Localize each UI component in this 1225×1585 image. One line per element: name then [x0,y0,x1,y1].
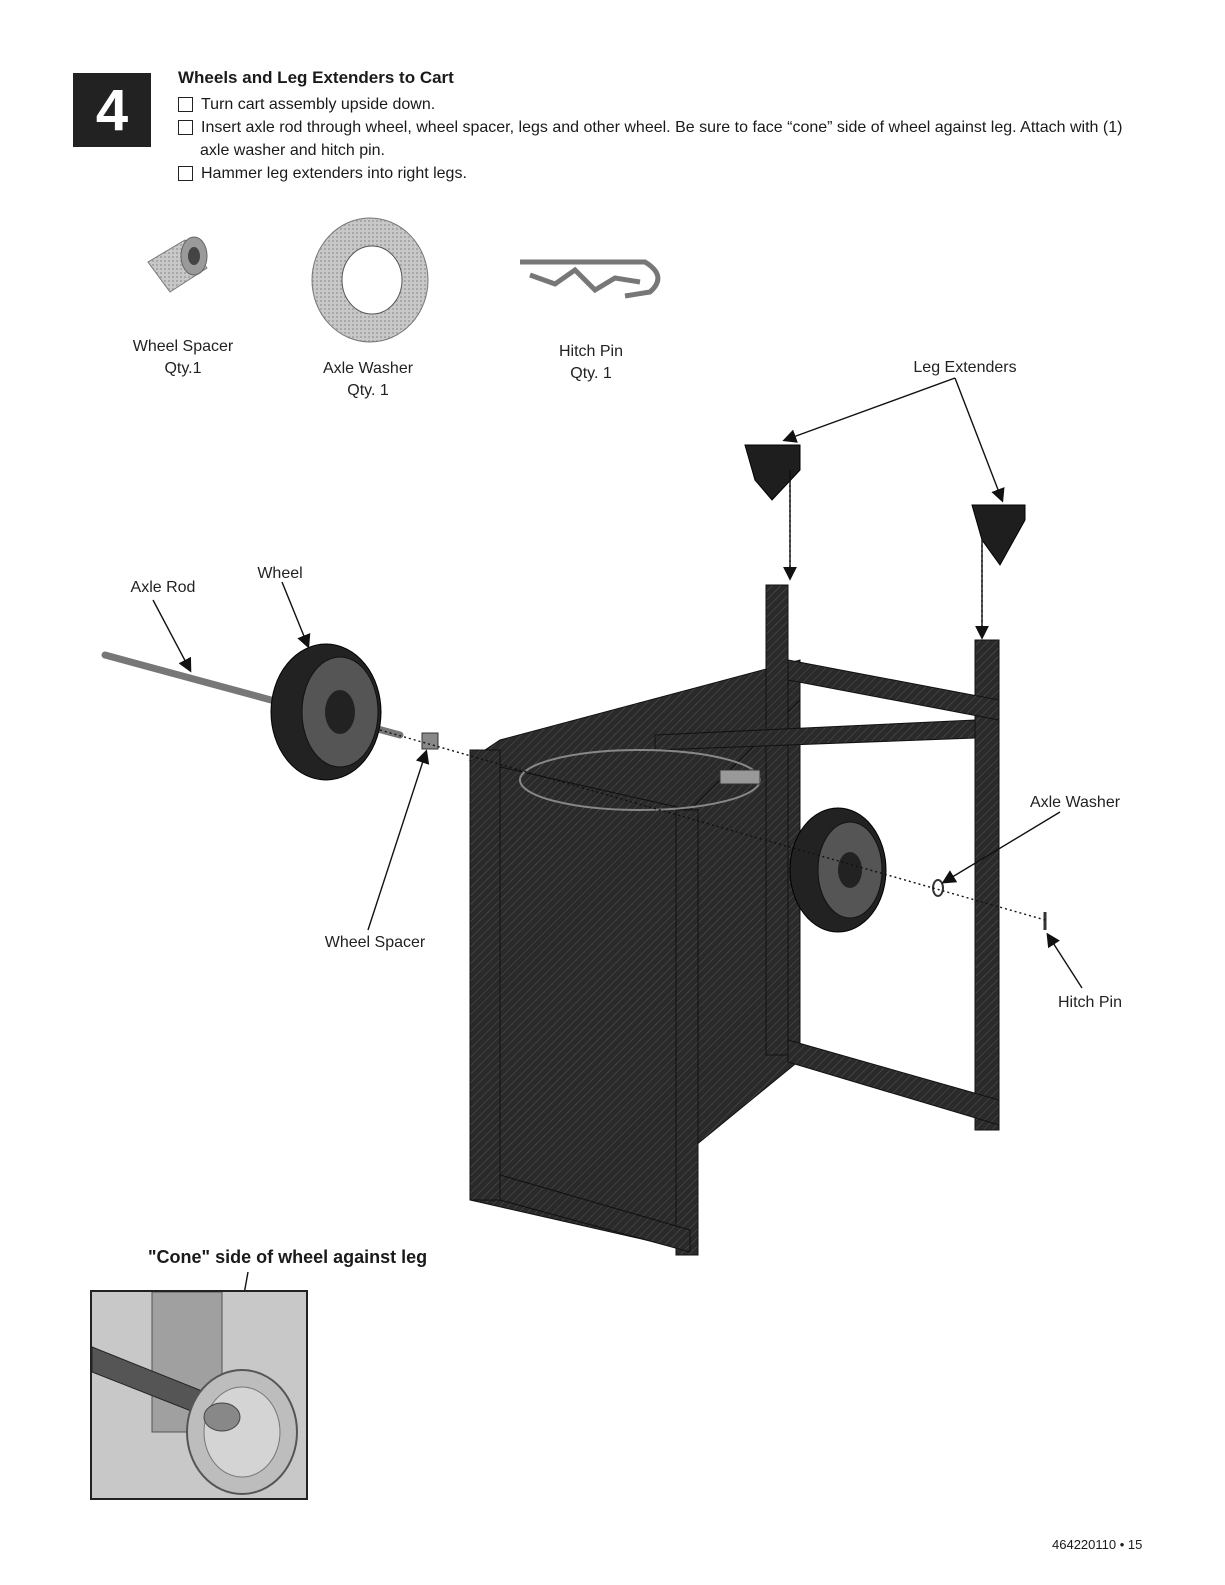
part-name: Hitch Pin [558,343,624,360]
instruction-list: Turn cart assembly upside down. Insert a… [178,93,1158,185]
wheel-part-icon [789,807,887,933]
part-qty: Qty. 1 [570,365,612,382]
axle-washer-part-label: Axle Washer Qty. 1 [303,358,433,402]
axle-washer-part-icon [311,217,429,343]
leg-extenders-callout: Leg Extenders [913,359,1017,376]
instruction-item: Hammer leg extenders into right legs. [178,162,1158,185]
page-number: 464220110 • 15 [1052,1537,1143,1552]
wheel-callout: Wheel [257,565,303,582]
hitch-pin-part-icon [520,259,661,299]
wheel-spacer-part-icon [421,732,439,750]
cone-side-detail-inset [90,1290,308,1500]
checkbox-icon[interactable] [178,97,193,112]
checkbox-icon[interactable] [178,166,193,181]
checkbox-icon[interactable] [178,120,193,135]
instruction-item: Insert axle rod through wheel, wheel spa… [178,116,1158,139]
part-qty: Qty. 1 [347,382,389,399]
instruction-continuation: axle washer and hitch pin. [200,142,385,159]
part-qty: Qty.1 [164,360,202,377]
wheel-spacer-callout: Wheel Spacer [324,934,426,951]
instruction-item: Turn cart assembly upside down. [178,93,1158,116]
instruction-text: Turn cart assembly upside down. [201,96,436,113]
hitch-pin-part-label: Hitch Pin Qty. 1 [526,341,656,385]
axle-washer-callout: Axle Washer [1029,794,1121,811]
inset-caption: "Cone" side of wheel against leg [148,1247,428,1267]
wheel-spacer-part-icon [147,236,208,293]
step-title: Wheels and Leg Extenders to Cart [178,68,454,87]
cone-side-detail-illustration [92,1292,306,1498]
wheel-part-icon [270,643,382,781]
instruction-text: Insert axle rod through wheel, wheel spa… [201,119,1123,136]
part-name: Wheel Spacer [132,338,234,355]
part-name: Axle Washer [322,360,414,377]
instruction-text: Hammer leg extenders into right legs. [201,165,467,182]
cart-frame [468,584,1000,1256]
axle-rod-callout: Axle Rod [130,579,196,596]
hitch-pin-callout: Hitch Pin [1057,994,1123,1011]
leg-extender-part-icon [744,444,1026,566]
step-number-badge: 4 [73,73,151,147]
wheel-spacer-part-label: Wheel Spacer Qty.1 [118,336,248,380]
